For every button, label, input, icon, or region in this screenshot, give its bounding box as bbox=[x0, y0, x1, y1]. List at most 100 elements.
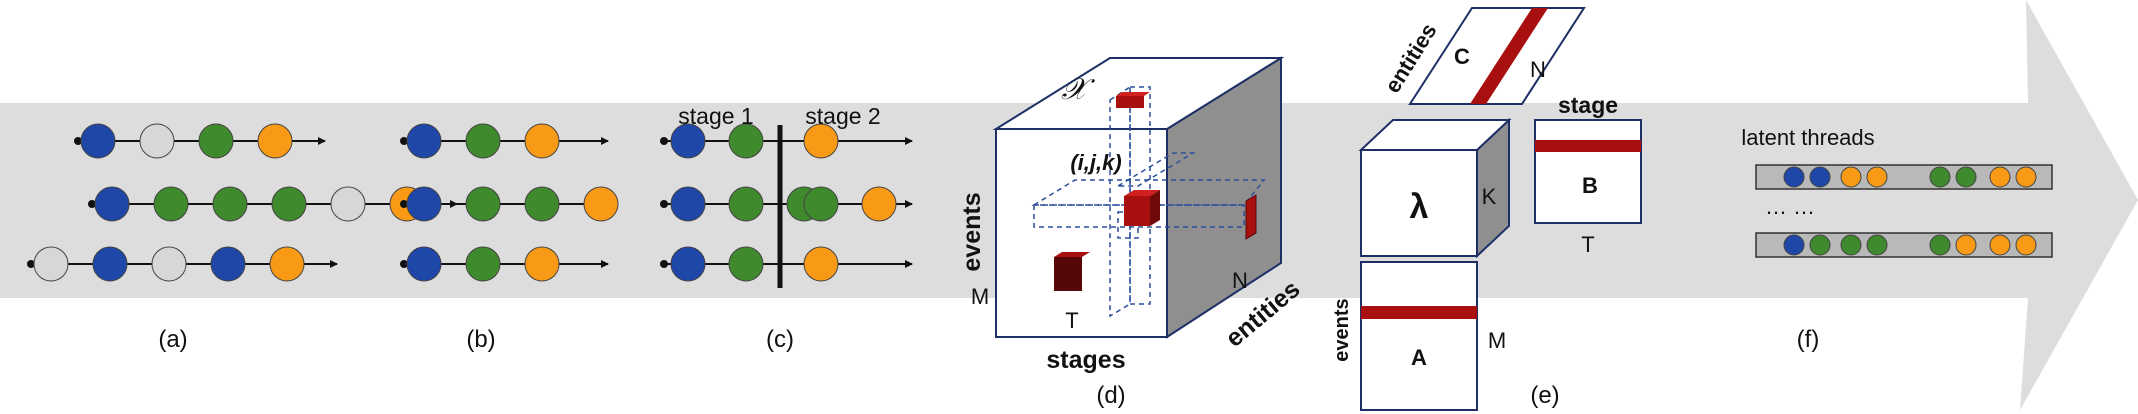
event-dot-green bbox=[465, 186, 501, 222]
factor-b: stage B T bbox=[1534, 92, 1642, 257]
event-dot-green bbox=[465, 123, 501, 159]
event-dot-orange bbox=[1989, 166, 2011, 188]
a-label: A bbox=[1411, 345, 1427, 370]
matrix-a-highlight bbox=[1361, 306, 1477, 319]
event-dot-blue bbox=[210, 246, 246, 282]
m-label-e: M bbox=[1488, 328, 1506, 353]
panel-c-staged-threads bbox=[660, 123, 913, 282]
event-dot-orange bbox=[2015, 166, 2037, 188]
event-dot-blue bbox=[94, 186, 130, 222]
thread-row-3 bbox=[27, 246, 338, 282]
event-dot-green bbox=[153, 186, 189, 222]
matrix-c-highlight bbox=[1470, 8, 1548, 104]
staged-row-3 bbox=[660, 246, 913, 282]
panel-d-caption: (d) bbox=[1096, 382, 1125, 409]
event-dot-green bbox=[728, 186, 764, 222]
event-dot-green bbox=[1955, 166, 1977, 188]
matrix-b bbox=[1534, 119, 1642, 224]
event-dot-blue bbox=[670, 186, 706, 222]
cell-ijk bbox=[1124, 190, 1160, 226]
cell-front bbox=[1054, 252, 1090, 291]
b-label: B bbox=[1582, 173, 1598, 198]
panel-a-event-threads bbox=[27, 123, 458, 282]
event-dot-orange bbox=[1955, 234, 1977, 256]
event-dot-blue bbox=[406, 123, 442, 159]
core-lambda: λ K bbox=[1358, 117, 1512, 259]
events-label-e: events bbox=[1331, 298, 1353, 361]
event-dot-green bbox=[1929, 234, 1951, 256]
t-label-d: T bbox=[1065, 308, 1078, 333]
n-label-d: N bbox=[1232, 268, 1248, 293]
panel-b-caption: (b) bbox=[466, 326, 495, 353]
cell-top bbox=[1116, 92, 1150, 108]
event-dot-blue bbox=[92, 246, 128, 282]
panel-f-latent-threads bbox=[1755, 164, 2053, 258]
event-dot-gray bbox=[139, 123, 175, 159]
lambda-label: λ bbox=[1410, 188, 1429, 226]
cell-side bbox=[1245, 194, 1257, 240]
matrix-b-highlight bbox=[1535, 140, 1641, 152]
event-dot-green bbox=[198, 123, 234, 159]
staged-row-2 bbox=[660, 186, 913, 222]
event-dot-blue bbox=[670, 246, 706, 282]
thread-row-1 bbox=[74, 123, 326, 159]
event-dot-orange bbox=[2015, 234, 2037, 256]
fiber-horizontal bbox=[1031, 179, 1266, 228]
panel-a-caption: (a) bbox=[158, 326, 187, 353]
panel-b-event-threads bbox=[400, 123, 619, 282]
event-dot-green bbox=[1929, 166, 1951, 188]
stage-label-e: stage bbox=[1558, 92, 1618, 118]
factor-c: C N entities bbox=[1380, 7, 1586, 105]
event-dot-orange bbox=[1840, 166, 1862, 188]
thread-ellipsis: … … bbox=[1765, 194, 1815, 219]
event-dot-blue bbox=[670, 123, 706, 159]
event-dot-gray bbox=[151, 246, 187, 282]
event-dot-orange bbox=[524, 123, 560, 159]
panel-e-caption: (e) bbox=[1530, 382, 1559, 409]
n-label-e: N bbox=[1530, 57, 1546, 82]
event-dot-blue bbox=[406, 186, 442, 222]
event-dot-green bbox=[1866, 234, 1888, 256]
event-dot-blue bbox=[1783, 234, 1805, 256]
event-dot-orange bbox=[269, 246, 305, 282]
latent-thread-1 bbox=[1755, 164, 2053, 190]
event-dot-green bbox=[465, 246, 501, 282]
event-dot-green bbox=[524, 186, 560, 222]
matrix-a bbox=[1360, 261, 1478, 411]
stages-label-d: stages bbox=[1046, 346, 1125, 374]
latent-thread-2 bbox=[1755, 232, 2053, 258]
aligned-row-2 bbox=[400, 186, 619, 222]
staged-row-1 bbox=[660, 123, 913, 159]
event-dot-blue bbox=[80, 123, 116, 159]
panel-f-caption: (f) bbox=[1797, 326, 1820, 353]
event-dot-orange bbox=[861, 186, 897, 222]
events-label-d: events bbox=[958, 192, 986, 271]
panel-c-caption: (c) bbox=[766, 326, 794, 353]
event-dot-orange bbox=[524, 246, 560, 282]
fiber-vertical bbox=[1109, 85, 1151, 318]
event-dot-gray bbox=[330, 186, 366, 222]
latent-threads-title: latent threads bbox=[1741, 125, 1874, 150]
event-dot-blue bbox=[1809, 166, 1831, 188]
event-dot-gray bbox=[33, 246, 69, 282]
event-dot-green bbox=[728, 246, 764, 282]
matrix-c bbox=[1408, 7, 1586, 105]
event-dot-green bbox=[1809, 234, 1831, 256]
event-dot-orange bbox=[803, 246, 839, 282]
lambda-front-face bbox=[1360, 149, 1478, 257]
index-label: (i,j,k) bbox=[1070, 150, 1121, 175]
event-dot-orange bbox=[1866, 166, 1888, 188]
stage2-label: stage 2 bbox=[805, 103, 880, 129]
factor-a: A M events bbox=[1331, 261, 1506, 411]
event-dot-orange bbox=[803, 123, 839, 159]
k-label: K bbox=[1482, 184, 1497, 209]
m-label-d: M bbox=[971, 284, 989, 309]
event-dot-orange bbox=[583, 186, 619, 222]
stage1-label: stage 1 bbox=[678, 103, 753, 129]
t-label-e: T bbox=[1581, 232, 1594, 257]
event-dot-green bbox=[728, 123, 764, 159]
event-dot-green bbox=[1840, 234, 1862, 256]
c-label: C bbox=[1454, 44, 1470, 69]
event-dot-green bbox=[271, 186, 307, 222]
